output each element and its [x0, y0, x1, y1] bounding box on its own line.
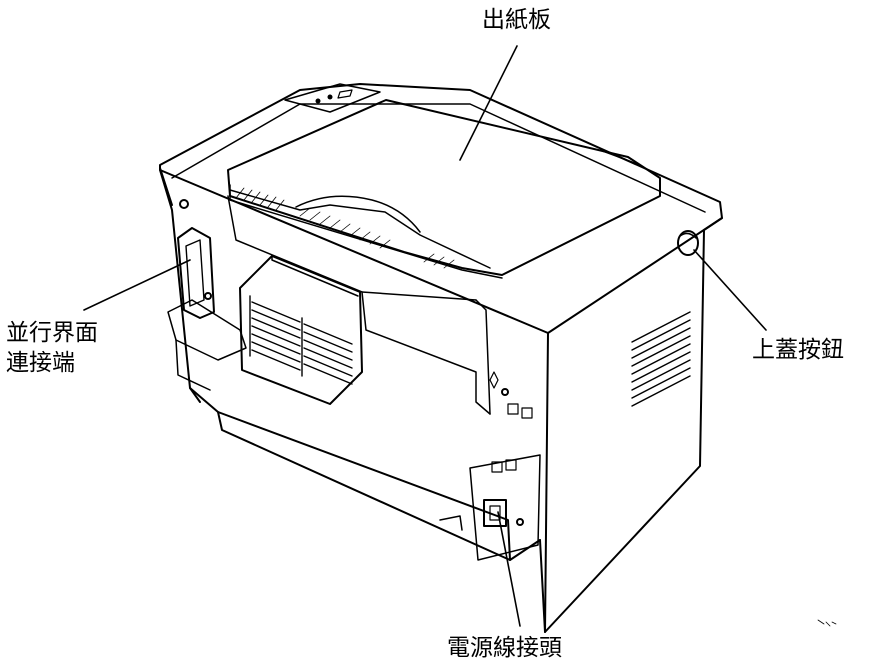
leader-lines: [83, 45, 767, 627]
output-tray: [227, 99, 661, 279]
fan-vent-cover: [239, 255, 363, 405]
tray-hatching: [235, 187, 455, 269]
label-parallel-interface-line1: 並行界面: [6, 320, 98, 346]
corner-mark: [817, 619, 837, 627]
top-cover-button: [677, 230, 699, 256]
leader-output-tray: [459, 45, 518, 161]
label-top-cover-button: 上蓋按鈕: [752, 337, 844, 363]
label-parallel-interface: 並行界面 連接端: [6, 318, 98, 378]
leader-top-cover-button: [693, 249, 767, 331]
label-power-cord-connector: 電源線接頭: [447, 635, 562, 661]
power-connector: [439, 454, 541, 561]
label-parallel-interface-line2: 連接端: [6, 350, 75, 376]
leader-power-connector: [497, 511, 521, 627]
parallel-interface-connector: [167, 199, 247, 391]
printer-body: [159, 83, 723, 633]
label-output-tray: 出紙板: [482, 7, 551, 33]
leader-parallel-interface: [83, 259, 191, 311]
side-vent: [631, 311, 691, 407]
back-panel: [227, 195, 533, 419]
vent-slots: [249, 295, 353, 385]
